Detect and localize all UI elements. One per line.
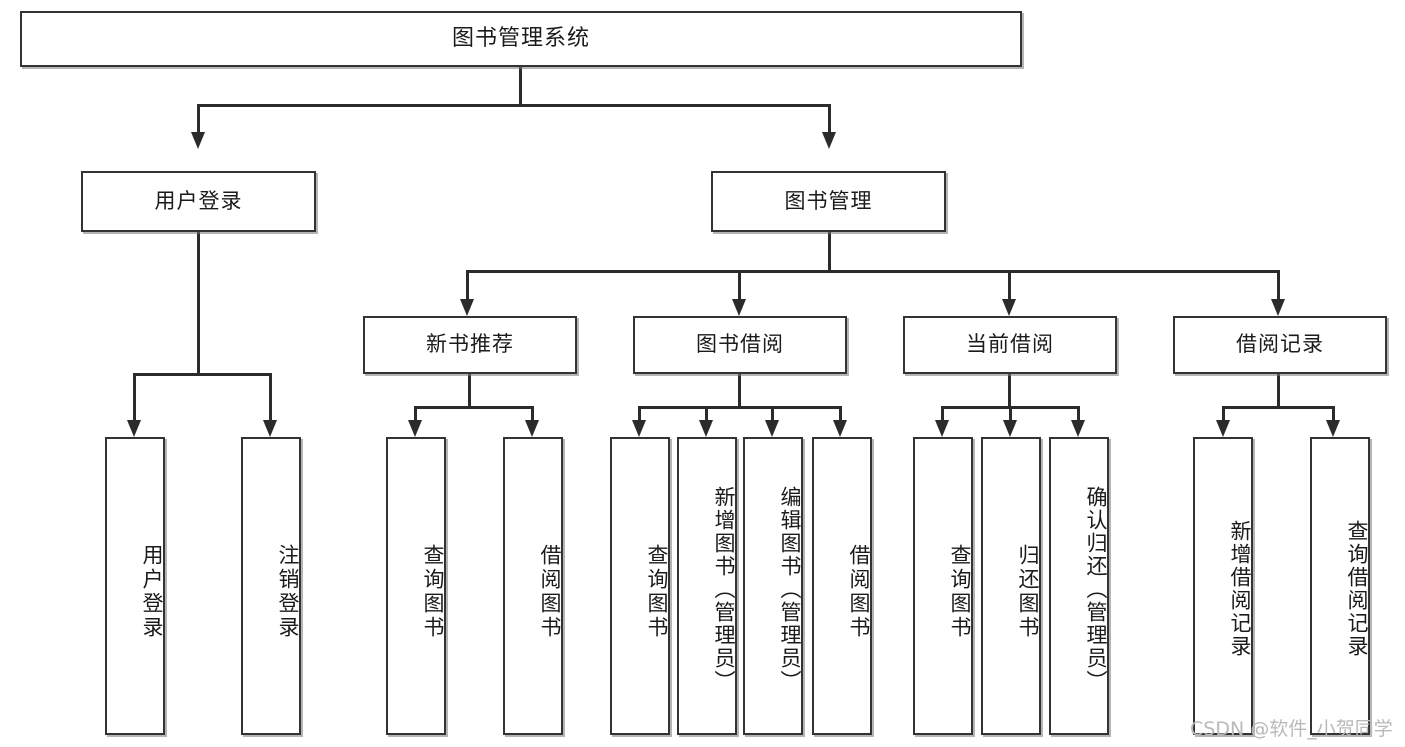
leaf-label: 编辑图书（管理员） (778, 485, 802, 693)
arrow-bm-to-borrow-record (1271, 299, 1285, 316)
connector-current-borrow-stem (1008, 374, 1011, 406)
arrow-current-borrow-leaf-1 (935, 420, 949, 437)
node-label: 用户登录 (154, 188, 243, 213)
node-current-borrow[interactable]: 当前借阅 (903, 316, 1117, 374)
connector-current-borrow-leaf-2 (1009, 406, 1012, 420)
node-label: 借阅记录 (1236, 332, 1324, 357)
connector-root-to-user-login (197, 104, 200, 132)
arrow-borrow-record-leaf-1 (1216, 420, 1230, 437)
connector-user-login-bus (133, 373, 272, 376)
connector-borrow-record-stem (1277, 374, 1280, 406)
arrow-root-to-book-management (822, 132, 836, 149)
connector-current-borrow-leaf-1 (941, 406, 944, 420)
leaf-query-book-borrow[interactable]: 查询图书 (610, 437, 670, 735)
connector-book-management-stem (828, 232, 831, 270)
connector-bm-to-new-book (466, 270, 469, 299)
leaf-label: 查询图书 (421, 544, 445, 640)
arrow-book-borrow-leaf-3 (765, 420, 779, 437)
arrow-bm-to-new-book (460, 299, 474, 316)
connector-root-bus (197, 104, 831, 107)
node-label: 图书管理系统 (451, 25, 590, 51)
node-book-management[interactable]: 图书管理 (711, 171, 946, 232)
connector-borrow-record-bus (1222, 406, 1335, 409)
connector-user-login-leaf-2 (269, 373, 272, 420)
node-borrow-record[interactable]: 借阅记录 (1173, 316, 1387, 374)
leaf-label: 查询借阅记录 (1345, 520, 1369, 658)
connector-new-book-leaf-1 (414, 406, 417, 420)
arrow-bm-to-book-borrow (732, 299, 746, 316)
connector-book-borrow-leaf-1 (638, 406, 641, 420)
connector-root-to-book-management (828, 104, 831, 132)
connector-new-book-leaf-2 (531, 406, 534, 420)
leaf-user-login[interactable]: 用户登录 (105, 437, 165, 735)
connector-bm-to-book-borrow (738, 270, 741, 299)
node-label: 图书借阅 (696, 332, 784, 357)
connector-new-book-stem (468, 374, 471, 406)
connector-borrow-record-leaf-2 (1332, 406, 1335, 420)
leaf-return-book[interactable]: 归还图书 (981, 437, 1041, 735)
csdn-watermark: CSDN @软件_小贺同学 (1190, 718, 1393, 740)
leaf-query-book-current[interactable]: 查询图书 (913, 437, 973, 735)
connector-book-borrow-bus (638, 406, 842, 409)
connector-bm-to-borrow-record (1277, 270, 1280, 299)
connector-book-management-bus (466, 270, 1280, 273)
connector-book-borrow-leaf-2 (705, 406, 708, 420)
connector-book-borrow-stem (738, 374, 741, 406)
connector-borrow-record-leaf-1 (1222, 406, 1225, 420)
connector-root-stem (519, 67, 522, 104)
leaf-borrow-book-recommend[interactable]: 借阅图书 (503, 437, 563, 735)
arrow-current-borrow-leaf-3 (1071, 420, 1085, 437)
connector-bm-to-current-borrow (1008, 270, 1011, 299)
connector-book-borrow-leaf-3 (771, 406, 774, 420)
leaf-edit-book-admin[interactable]: 编辑图书（管理员） (743, 437, 803, 735)
leaf-label: 确认归还（管理员） (1084, 485, 1108, 693)
leaf-logout-login[interactable]: 注销登录 (241, 437, 301, 735)
leaf-query-book-recommend[interactable]: 查询图书 (386, 437, 446, 735)
node-new-book-recommend[interactable]: 新书推荐 (363, 316, 577, 374)
node-label: 新书推荐 (426, 332, 514, 357)
leaf-confirm-return-admin[interactable]: 确认归还（管理员） (1049, 437, 1109, 735)
leaf-query-borrow-record[interactable]: 查询借阅记录 (1310, 437, 1370, 735)
arrow-new-book-leaf-1 (408, 420, 422, 437)
arrow-current-borrow-leaf-2 (1003, 420, 1017, 437)
node-label: 图书管理 (784, 188, 873, 213)
node-user-login[interactable]: 用户登录 (81, 171, 316, 232)
leaf-label: 注销登录 (276, 544, 300, 640)
leaf-add-book-admin[interactable]: 新增图书（管理员） (677, 437, 737, 735)
leaf-label: 用户登录 (140, 544, 164, 640)
node-book-management-system[interactable]: 图书管理系统 (20, 11, 1022, 67)
connector-book-borrow-leaf-4 (839, 406, 842, 420)
node-label: 当前借阅 (966, 332, 1054, 357)
leaf-add-borrow-record[interactable]: 新增借阅记录 (1193, 437, 1253, 735)
arrow-new-book-leaf-2 (525, 420, 539, 437)
arrow-user-login-leaf-2 (263, 420, 277, 437)
connector-current-borrow-leaf-3 (1077, 406, 1080, 420)
leaf-label: 借阅图书 (847, 544, 871, 640)
leaf-label: 查询图书 (645, 544, 669, 640)
leaf-label: 借阅图书 (538, 544, 562, 640)
arrow-root-to-user-login (191, 132, 205, 149)
leaf-label: 新增借阅记录 (1228, 520, 1252, 658)
arrow-borrow-record-leaf-2 (1326, 420, 1340, 437)
arrow-book-borrow-leaf-4 (833, 420, 847, 437)
connector-new-book-bus (414, 406, 534, 409)
leaf-label: 新增图书（管理员） (712, 485, 736, 693)
node-book-borrow[interactable]: 图书借阅 (633, 316, 847, 374)
leaf-label: 查询图书 (948, 544, 972, 640)
leaf-borrow-book[interactable]: 借阅图书 (812, 437, 872, 735)
connector-user-login-stem (197, 232, 200, 373)
leaf-label: 归还图书 (1016, 544, 1040, 640)
arrow-bm-to-current-borrow (1002, 299, 1016, 316)
arrow-book-borrow-leaf-2 (699, 420, 713, 437)
connector-user-login-leaf-1 (133, 373, 136, 420)
arrow-user-login-leaf-1 (127, 420, 141, 437)
arrow-book-borrow-leaf-1 (632, 420, 646, 437)
